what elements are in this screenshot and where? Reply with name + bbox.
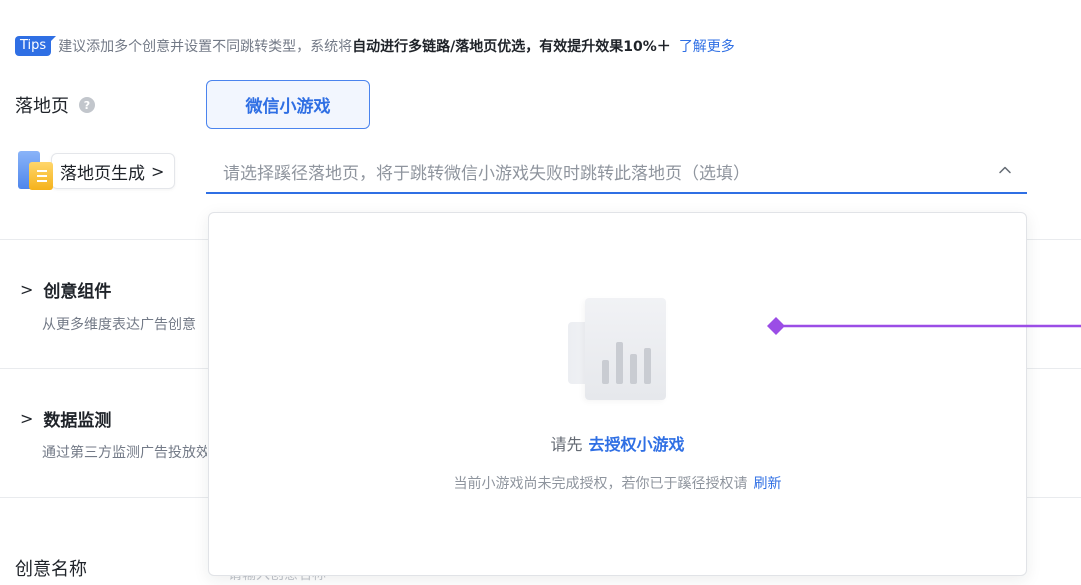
section-description: 从更多维度表达广告创意 bbox=[42, 317, 196, 333]
chevron-up-icon[interactable] bbox=[997, 162, 1013, 178]
section-title: 数据监测 bbox=[43, 411, 112, 431]
landing-page-generator-button[interactable]: 落地页生成 > bbox=[15, 148, 176, 194]
empty-chart-icon bbox=[568, 298, 668, 400]
tips-banner: Tips 建议添加多个创意并设置不同跳转类型，系统将 自动进行多链路/落地页优选… bbox=[15, 34, 735, 58]
section-description: 通过第三方监测广告投放效果 bbox=[42, 445, 207, 461]
chevron-right-icon: > bbox=[20, 409, 34, 428]
fallback-landing-page-select[interactable]: 请选择蹊径落地页，将于跳转微信小游戏失败时跳转此落地页（选填） bbox=[206, 150, 1027, 194]
dropdown-panel: 请先去授权小游戏 当前小游戏尚未完成授权，若你已于蹊径授权请刷新 bbox=[208, 212, 1027, 576]
section-creative-components[interactable]: > 创意组件 bbox=[20, 277, 111, 302]
annotation-pointer bbox=[767, 317, 1081, 335]
section-data-monitoring[interactable]: > 数据监测 bbox=[20, 406, 111, 431]
tips-badge: Tips bbox=[15, 36, 57, 56]
refresh-link[interactable]: 刷新 bbox=[753, 476, 782, 492]
creative-name-label: 创意名称 bbox=[15, 559, 87, 580]
tips-text: 建议添加多个创意并设置不同跳转类型，系统将 bbox=[58, 39, 353, 55]
empty-state-subtitle: 当前小游戏尚未完成授权，若你已于蹊径授权请刷新 bbox=[209, 473, 1026, 493]
help-icon[interactable]: ? bbox=[79, 97, 95, 113]
landing-page-label-text: 落地页 bbox=[15, 96, 69, 117]
chevron-right-icon: > bbox=[151, 161, 165, 181]
empty-state-subtitle-text: 当前小游戏尚未完成授权，若你已于蹊径授权请 bbox=[453, 476, 748, 492]
landing-page-generator-label: 落地页生成 bbox=[60, 163, 145, 184]
empty-state-prefix: 请先 bbox=[550, 435, 583, 454]
document-stack-icon bbox=[15, 148, 59, 194]
landing-page-label: 落地页 ? bbox=[15, 92, 95, 118]
chevron-right-icon: > bbox=[20, 280, 34, 299]
tips-highlight: 自动进行多链路/落地页优选，有效提升效果10%＋ bbox=[352, 39, 671, 55]
select-placeholder: 请选择蹊径落地页，将于跳转微信小游戏失败时跳转此落地页（选填） bbox=[223, 163, 750, 184]
landing-page-generator-pill[interactable]: 落地页生成 > bbox=[51, 153, 176, 189]
section-title: 创意组件 bbox=[43, 282, 112, 302]
empty-state-title: 请先去授权小游戏 bbox=[209, 431, 1026, 455]
wechat-minigame-type-button[interactable]: 微信小游戏 bbox=[206, 80, 370, 129]
learn-more-link[interactable]: 了解更多 bbox=[678, 39, 735, 55]
authorize-minigame-link[interactable]: 去授权小游戏 bbox=[588, 435, 685, 454]
